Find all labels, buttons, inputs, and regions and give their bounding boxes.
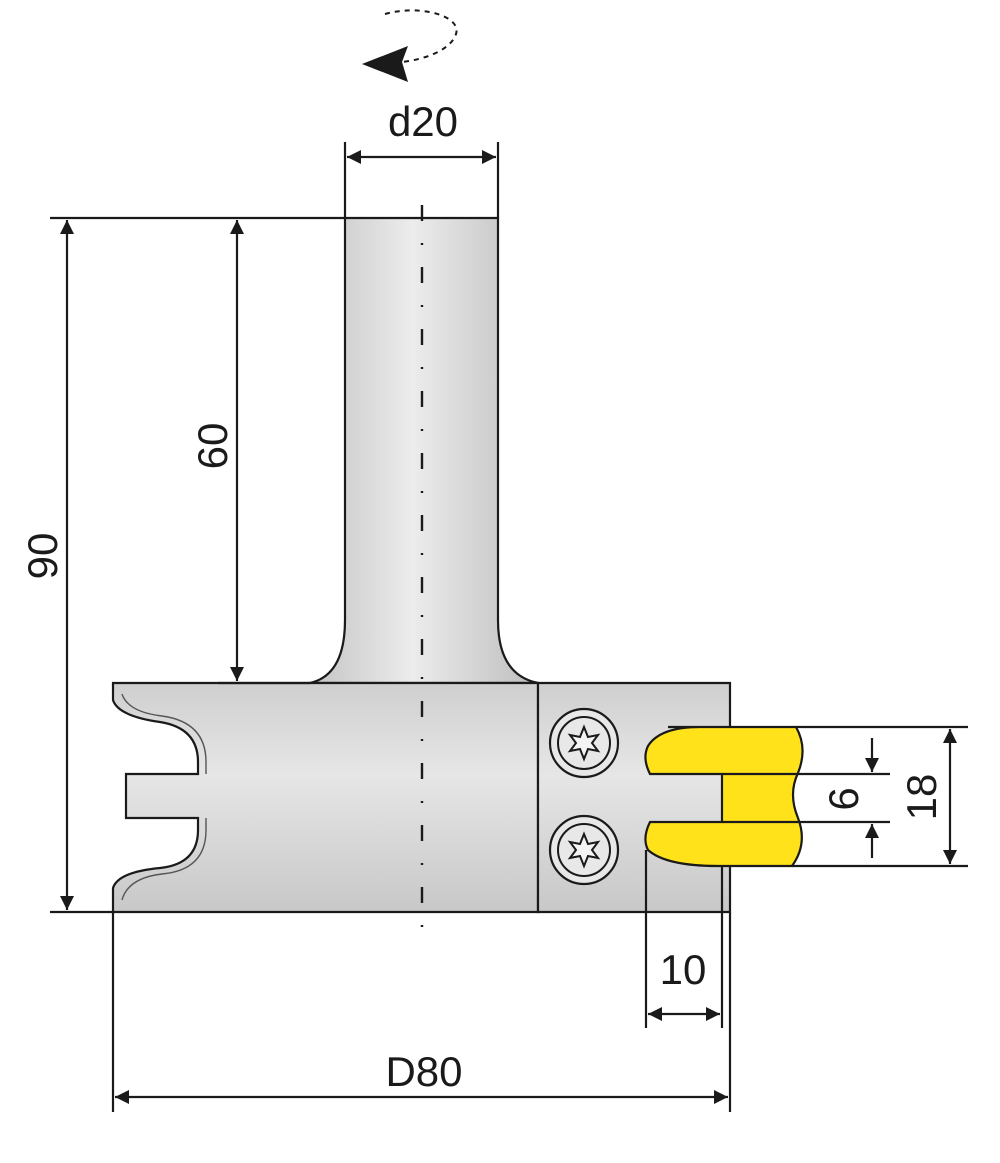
profile-edge <box>121 693 207 901</box>
extension-lines <box>50 142 968 1112</box>
rotation-arrow-icon <box>362 9 458 82</box>
dim-slot-width: 6 <box>820 787 867 810</box>
dim-shank-length: 60 <box>189 423 236 470</box>
yellow-knife <box>644 725 804 868</box>
dim-profile-height: 18 <box>898 774 945 821</box>
torx-screw-icon <box>548 707 620 779</box>
dim-total-length: 90 <box>19 533 66 580</box>
dim-shank-diameter: d20 <box>388 98 458 145</box>
cutter-body <box>111 681 540 914</box>
dim-cutter-diameter: D80 <box>385 1048 462 1095</box>
shank <box>309 216 539 685</box>
dimension-arrows <box>60 150 957 1104</box>
dim-cut-depth: 10 <box>660 946 707 993</box>
torx-screw-icon <box>548 814 620 886</box>
